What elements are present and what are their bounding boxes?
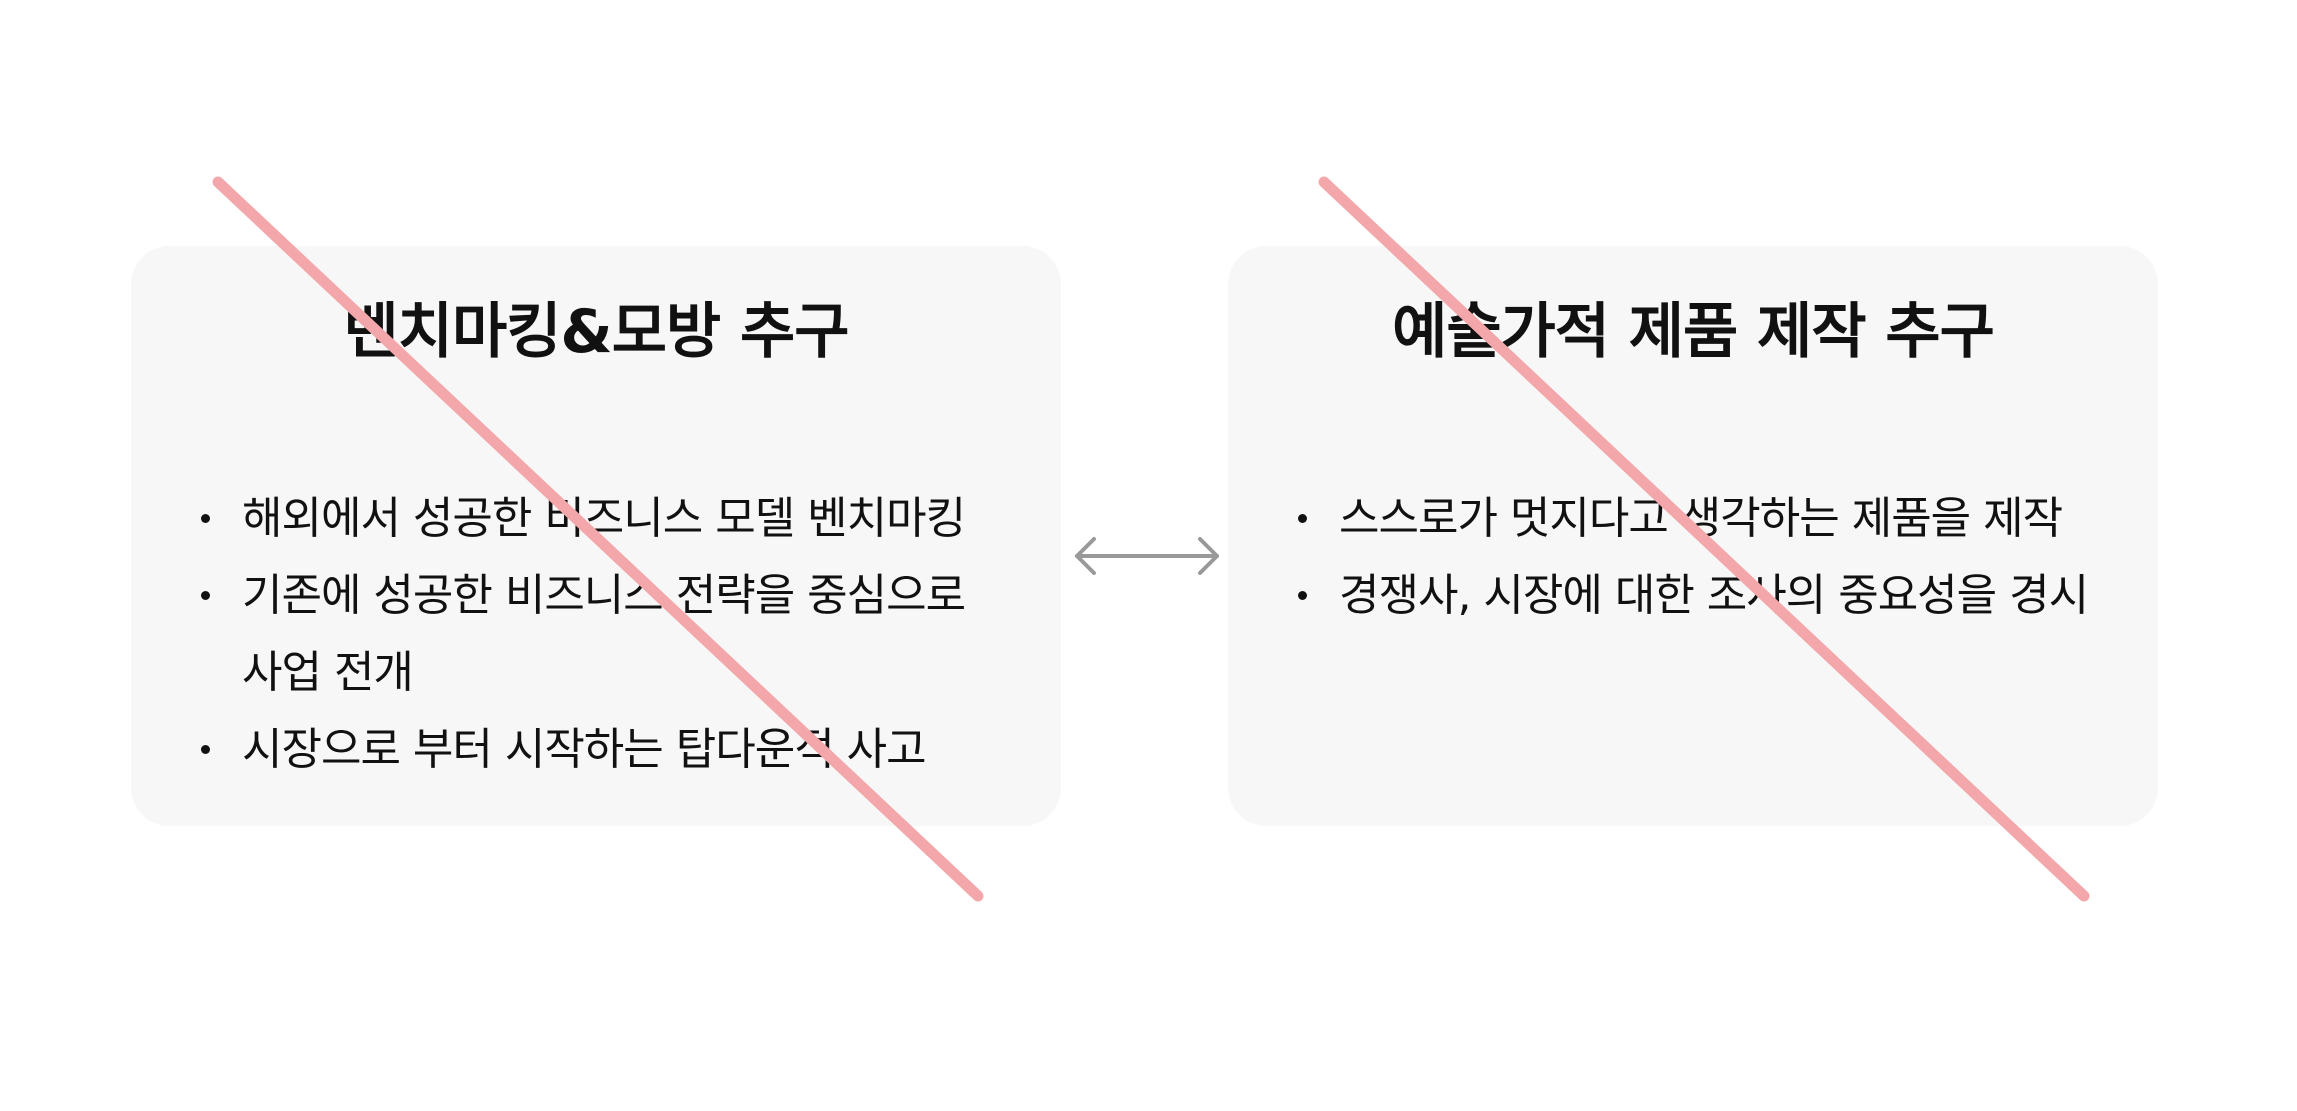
card-benchmarking: 벤치마킹&모방 추구 해외에서 성공한 비즈니스 모델 벤치마킹 기존에 성공한… [131,246,1061,826]
bullet-dot-icon [201,591,210,600]
bullet-text: 기존에 성공한 비즈니스 전략을 중심으로 사업 전개 [242,570,966,698]
bullet-text: 스스로가 멋지다고 생각하는 제품을 제작 [1339,493,2063,544]
bullet-dot-icon [201,745,210,754]
bullet-item: 기존에 성공한 비즈니스 전략을 중심으로 사업 전개 [195,557,1011,711]
bullet-dot-icon [1298,514,1307,523]
bullet-item: 스스로가 멋지다고 생각하는 제품을 제작 [1292,480,2108,557]
bullet-list: 스스로가 멋지다고 생각하는 제품을 제작 경쟁사, 시장에 대한 조사의 중요… [1292,480,2108,634]
double-arrow-icon [1075,537,1219,575]
bullet-text: 해외에서 성공한 비즈니스 모델 벤치마킹 [242,493,966,544]
bullet-list: 해외에서 성공한 비즈니스 모델 벤치마킹 기존에 성공한 비즈니스 전략을 중… [195,480,1011,788]
bullet-text: 경쟁사, 시장에 대한 조사의 중요성을 경시 [1339,570,2089,621]
card-artistic-product: 예술가적 제품 제작 추구 스스로가 멋지다고 생각하는 제품을 제작 경쟁사,… [1228,246,2158,826]
card-title: 벤치마킹&모방 추구 [343,297,850,367]
bullet-text: 시장으로 부터 시작하는 탑다운적 사고 [242,724,927,775]
bullet-dot-icon [1298,591,1307,600]
bullet-item: 해외에서 성공한 비즈니스 모델 벤치마킹 [195,480,1011,557]
bullet-item: 경쟁사, 시장에 대한 조사의 중요성을 경시 [1292,557,2108,634]
bullet-dot-icon [201,514,210,523]
bullet-item: 시장으로 부터 시작하는 탑다운적 사고 [195,711,1011,788]
card-title: 예술가적 제품 제작 추구 [1392,297,1995,367]
